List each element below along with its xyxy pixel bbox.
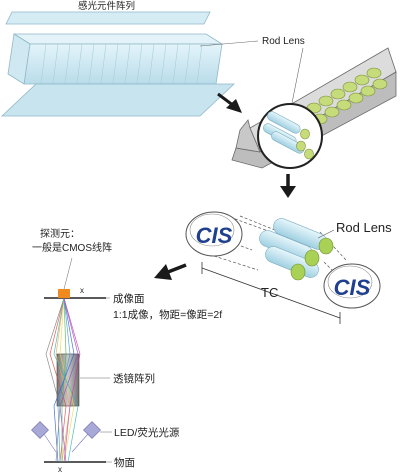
tc-label: TC [261,285,278,300]
tc-dimension [201,262,341,324]
rod-lens-leader-top [199,40,259,47]
cis-logo-left-text: CIS [196,223,233,248]
zoom-rods [263,111,314,160]
cis-logo-left: CIS [185,211,243,257]
lens-column-lines [40,43,203,85]
light-source-right [71,421,101,453]
light-source-left [31,421,57,453]
light-rays [45,297,81,463]
x-marker-bottom: x [58,465,62,474]
detector-leader [63,257,73,290]
x-marker-top: x [80,286,84,295]
sensor-array-label: 感光元件阵列 [78,0,135,12]
image-plane-label: 成像面 [113,293,145,305]
object-plane-label: 物面 [114,456,135,469]
arrow-left [154,263,187,280]
detector-label-line2: 一般是CMOS线阵 [32,241,112,254]
cis-logo-right: CIS [323,263,381,309]
arrow-down-right [217,92,242,113]
magnification-label: 1:1成像，物距=像距=2f [113,308,222,321]
optical-path-diagram [31,257,112,463]
sensor-array-illustration [0,11,236,117]
rod-lens-leader-to-lens [289,47,304,114]
detector-element [58,289,70,298]
lens-array-label: 透镜阵列 [113,372,155,385]
rod-lens-leader-mid [317,229,335,239]
light-source-label: LED/荧光光源 [114,426,180,439]
cis-logo-right-text: CIS [334,275,371,300]
detector-label-line1: 探测元： [40,227,80,240]
rod-lens-label-mid: Rod Lens [336,220,392,235]
cis-module-illustration: CIS CIS [185,211,381,324]
rod-lens-bundle [306,67,388,125]
cis-housing-cutaway [231,47,397,169]
arrow-down [280,174,296,198]
rod-lens-label-top: Rod Lens [262,36,305,47]
